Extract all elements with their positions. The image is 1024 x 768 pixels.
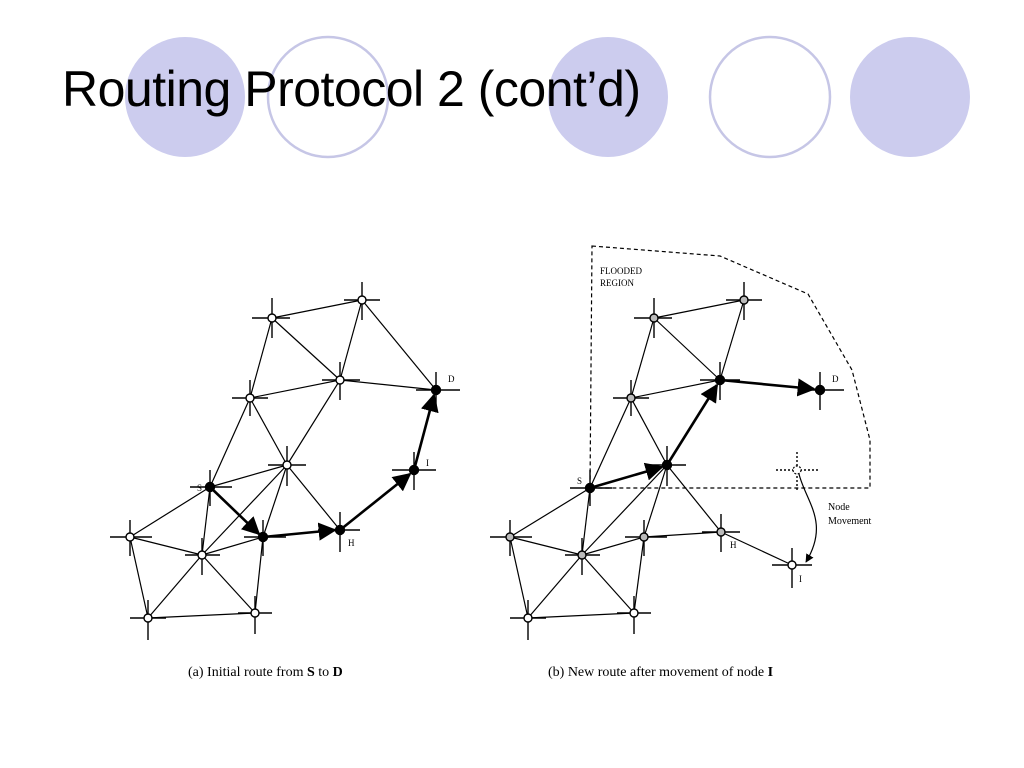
nodes-a bbox=[125, 295, 442, 623]
node-movement-arrow bbox=[798, 473, 817, 563]
ghost-node-i bbox=[776, 452, 818, 490]
deco-circle-filled-2 bbox=[548, 37, 668, 157]
deco-circle-filled-1 bbox=[125, 37, 245, 157]
nodes-b bbox=[505, 295, 826, 623]
slide-title: Routing Protocol 2 (cont’d) bbox=[62, 61, 641, 117]
caption-b: (b) New route after movement of node I bbox=[548, 665, 773, 680]
flooded-region-label-2: REGION bbox=[600, 278, 634, 288]
route-b bbox=[589, 378, 816, 490]
node-label-d-b: D bbox=[832, 374, 839, 384]
node-label-i-a: I bbox=[426, 458, 429, 468]
diagram-a: S H I D (a) Initial route from S to D bbox=[110, 282, 460, 680]
flooded-region-label-1: FLOODED bbox=[600, 266, 642, 276]
deco-circle-outline-2 bbox=[708, 35, 832, 159]
node-label-i-b: I bbox=[799, 574, 802, 584]
node-label-s-a: S bbox=[197, 483, 202, 493]
deco-circle-outline-1 bbox=[266, 35, 390, 159]
node-label-d-a: D bbox=[448, 374, 455, 384]
node-label-h-b: H bbox=[730, 540, 737, 550]
node-movement-label-1: Node bbox=[828, 502, 850, 513]
node-label-h-a: H bbox=[348, 538, 355, 548]
node-label-s-b: S bbox=[577, 476, 582, 486]
route-a bbox=[209, 393, 439, 541]
flooded-region-boundary bbox=[589, 245, 871, 489]
diagram-b: FLOODED REGION bbox=[490, 245, 872, 680]
deco-circle-filled-3 bbox=[850, 37, 970, 157]
edges-a bbox=[129, 299, 437, 619]
edges-b bbox=[509, 299, 793, 619]
node-movement-label-2: Movement bbox=[828, 516, 872, 527]
caption-a: (a) Initial route from S to D bbox=[188, 665, 343, 680]
